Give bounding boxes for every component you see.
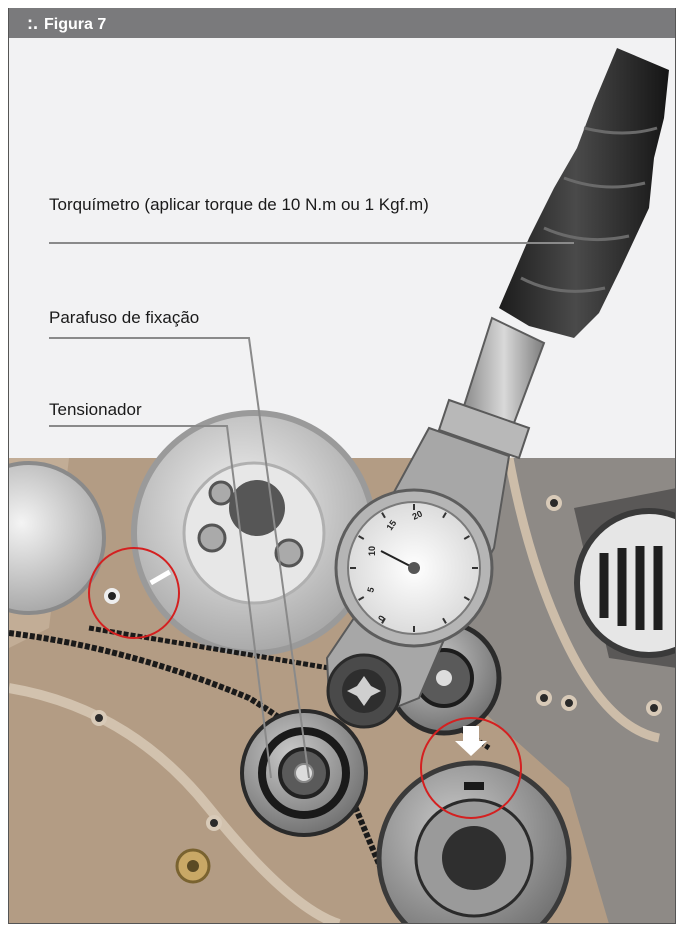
leader-lines — [49, 242, 574, 779]
right-gear-teeth — [599, 546, 663, 630]
tensioner-ring — [258, 727, 350, 819]
engine-rib — [9, 683, 341, 923]
leader-line-tensioner — [49, 425, 272, 779]
callout-tensioner: Tensionador — [49, 400, 142, 419]
callout-torque-wrench: Torquímetro (aplicar torque de 10 N.m ou… — [49, 195, 429, 214]
gauge-needle-pivot — [408, 562, 420, 574]
gauge-tick — [463, 535, 470, 540]
reference-hole — [104, 588, 120, 604]
crank-reference-circle — [420, 717, 522, 819]
figure-title: Figura 7 — [44, 16, 107, 33]
brass-nut-icon — [187, 860, 199, 872]
gauge-label-15: 15 — [384, 518, 398, 532]
gauge-tick — [442, 617, 447, 624]
gauge-tick — [463, 596, 470, 601]
torx-icon — [347, 676, 381, 706]
left-gear — [9, 461, 106, 615]
gauge-tick — [381, 617, 386, 624]
grip-ribs — [520, 126, 658, 293]
engine-bolt-holes — [91, 495, 662, 831]
crank-key-mark — [464, 782, 484, 790]
timing-reference-circle — [88, 547, 180, 639]
figure-frame: :. Figura 7 — [8, 8, 676, 924]
wrench-collar — [437, 398, 531, 460]
crank-pulley-hub — [442, 826, 506, 890]
bolt-icon — [274, 538, 304, 568]
gauge-ticks — [350, 504, 478, 632]
gauge-label-5: 5 — [365, 586, 376, 593]
bolt-icon — [208, 480, 234, 506]
leader-line-bolt — [49, 337, 310, 779]
illustration: 0 5 10 15 20 — [9, 48, 675, 923]
wrench-shaft — [462, 316, 546, 425]
gauge-tick — [358, 596, 365, 601]
gauge-tick — [442, 512, 447, 519]
down-arrow-icon — [455, 726, 487, 756]
fixing-bolt-icon — [294, 763, 314, 783]
gauge-label-10: 10 — [367, 546, 377, 556]
reference-mark — [149, 569, 172, 586]
gauge-label-0: 0 — [376, 614, 387, 623]
gauge-label-20: 20 — [411, 509, 424, 522]
gauge-needle — [380, 550, 415, 569]
callout-fixing-bolt: Parafuso de fixação — [49, 308, 200, 327]
gauge-tick — [381, 512, 386, 519]
engine-rib — [504, 457, 661, 743]
figure-marker: :. — [27, 13, 38, 33]
idler-pulley-bolt — [436, 670, 452, 686]
gauge-tick — [358, 535, 365, 540]
bolt-icon — [197, 523, 227, 553]
figure-header: :. Figura 7 — [9, 8, 675, 38]
gauge-labels: 0 5 10 15 20 — [365, 509, 424, 623]
wrench-grip — [499, 48, 669, 338]
